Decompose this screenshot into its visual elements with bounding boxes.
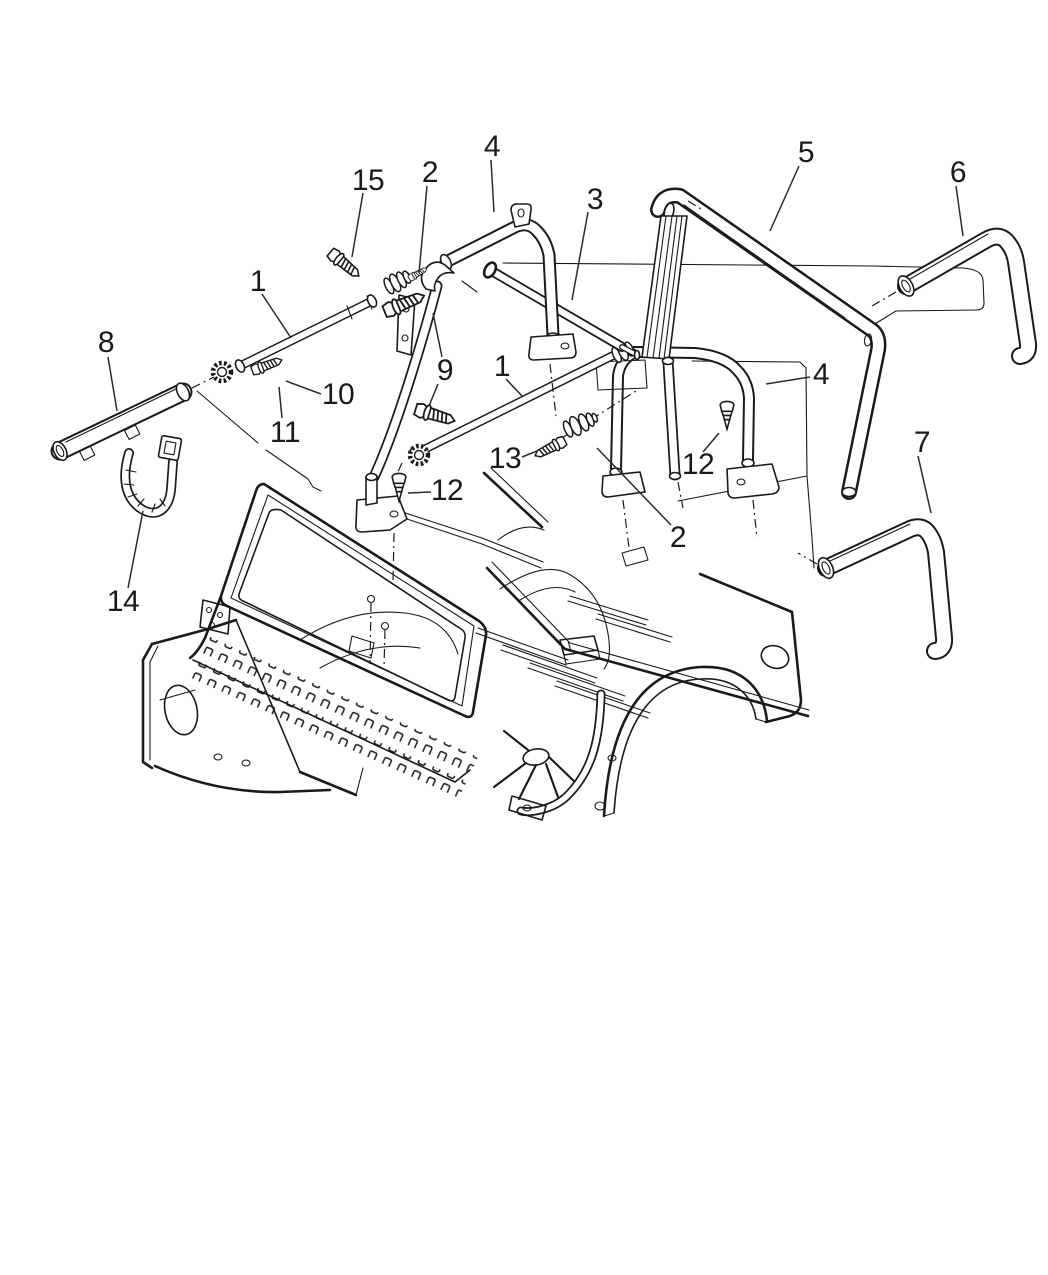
callout-label-14: 14 xyxy=(107,585,139,618)
screw-15 xyxy=(325,245,365,283)
screw-13 xyxy=(531,434,569,462)
sport-bar-parts xyxy=(50,187,1038,660)
callout-leader xyxy=(432,312,443,358)
callout-leader xyxy=(505,378,524,398)
cowl-vent-slats xyxy=(187,594,478,798)
callout-label-3: 3 xyxy=(587,183,603,216)
callout-label-11: 11 xyxy=(270,416,300,449)
callout-label-4: 4 xyxy=(484,130,500,163)
callout-label-8: 8 xyxy=(98,326,114,359)
pad-6 xyxy=(871,227,1038,365)
callout-leader xyxy=(285,380,322,395)
callout-label-10: 10 xyxy=(322,378,354,411)
callout-leader xyxy=(769,165,800,232)
callout-leader xyxy=(765,376,811,385)
grommet-2-upper xyxy=(383,264,430,295)
callout-label-15: 15 xyxy=(352,164,384,197)
body-tub xyxy=(475,467,810,821)
callout-label-1: 1 xyxy=(494,350,510,383)
callout-label-2: 2 xyxy=(422,156,438,189)
callout-leader xyxy=(702,432,720,453)
callout-label-4: 4 xyxy=(813,358,829,391)
callout-leader xyxy=(407,491,432,494)
screw-9-lower xyxy=(412,400,458,430)
callout-label-9: 9 xyxy=(437,354,453,387)
callout-leader xyxy=(571,211,589,301)
callout-leader xyxy=(351,192,364,258)
front-fender xyxy=(141,599,364,797)
callout-leader xyxy=(917,455,932,514)
callout-label-6: 6 xyxy=(950,156,966,189)
main-hoop xyxy=(641,187,887,509)
callout-leader xyxy=(428,383,439,407)
callout-leader xyxy=(418,185,428,274)
callout-leader xyxy=(278,386,283,419)
cross-tube-upper xyxy=(191,294,378,389)
strap-14 xyxy=(120,434,183,518)
callout-leader xyxy=(490,159,495,213)
vehicle-body-drawing xyxy=(141,467,810,821)
callout-label-13: 13 xyxy=(489,442,521,475)
callout-leader xyxy=(521,450,538,458)
side-bar-front xyxy=(355,203,577,584)
interior-through-glass xyxy=(299,594,459,669)
callout-label-12: 12 xyxy=(682,448,714,481)
callout-leader xyxy=(955,185,964,237)
callout-leader xyxy=(107,356,118,412)
callout-label-1: 1 xyxy=(250,265,266,298)
callout-leader xyxy=(596,447,672,526)
callout-leader xyxy=(127,510,144,589)
windshield-frame xyxy=(219,482,488,719)
callout-leader xyxy=(261,293,292,339)
callout-label-12: 12 xyxy=(431,474,463,507)
screw-12-right xyxy=(719,400,735,430)
callout-label-7: 7 xyxy=(914,426,930,459)
callout-label-2: 2 xyxy=(670,521,686,554)
callout-label-5: 5 xyxy=(798,136,814,169)
pad-7 xyxy=(797,518,954,660)
pad-8 xyxy=(50,382,193,462)
coupler-2-lower xyxy=(562,412,599,438)
